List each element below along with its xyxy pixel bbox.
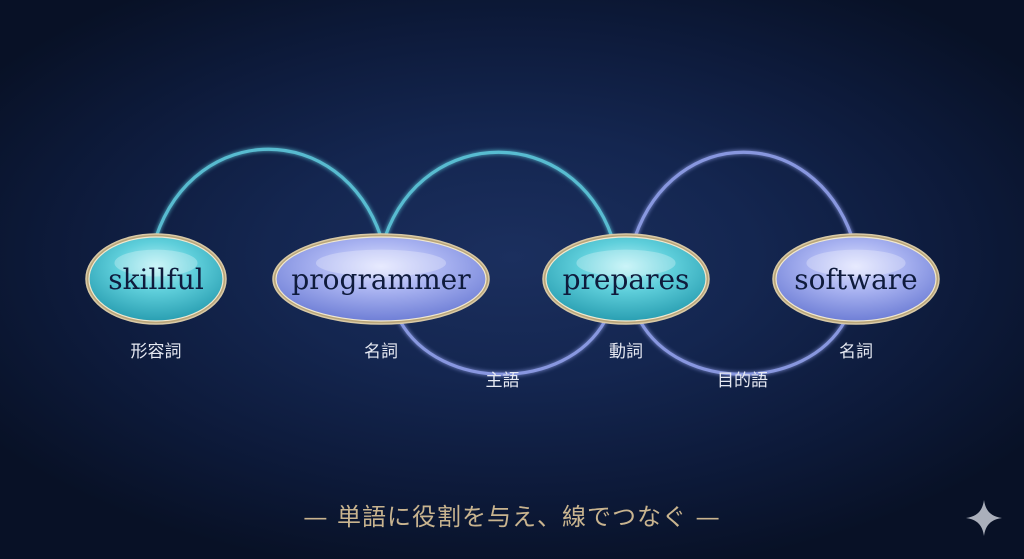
word-node-n4: software 名詞 <box>772 233 940 362</box>
node-word: skillful <box>108 263 204 296</box>
word-node-n2: programmer 名詞 <box>272 233 490 362</box>
caption-text: — 単語に役割を与え、線でつなぐ — <box>303 503 721 531</box>
sparkle-icon <box>966 500 1002 536</box>
node-body <box>88 236 224 322</box>
node-word: software <box>794 263 917 296</box>
part-of-speech-label: 名詞 <box>364 342 398 362</box>
node-word: programmer <box>291 263 471 296</box>
node-body <box>775 236 937 322</box>
node-highlight <box>806 249 906 277</box>
word-node-n1: skillful 形容詞 <box>85 233 227 362</box>
part-of-speech-label: 動詞 <box>609 342 643 362</box>
link-n2-n3-bottom <box>398 319 607 376</box>
link-n2-n3-top <box>383 150 614 239</box>
node-body <box>545 236 707 322</box>
word-node-n3: prepares 動詞 <box>542 233 710 362</box>
part-of-speech-label: 名詞 <box>839 342 873 362</box>
relation-label: 目的語 <box>717 371 768 391</box>
node-highlight <box>114 249 198 277</box>
node-body <box>275 236 487 322</box>
part-of-speech-label: 形容詞 <box>131 342 182 362</box>
node-highlight <box>576 249 676 277</box>
node-highlight <box>315 249 447 277</box>
link-n3-n4-top <box>633 150 854 239</box>
link-n3-n4-bottom <box>638 319 847 376</box>
relation-label: 主語 <box>486 371 520 391</box>
link-n1-n2-top <box>154 147 383 239</box>
node-word: prepares <box>563 263 690 296</box>
